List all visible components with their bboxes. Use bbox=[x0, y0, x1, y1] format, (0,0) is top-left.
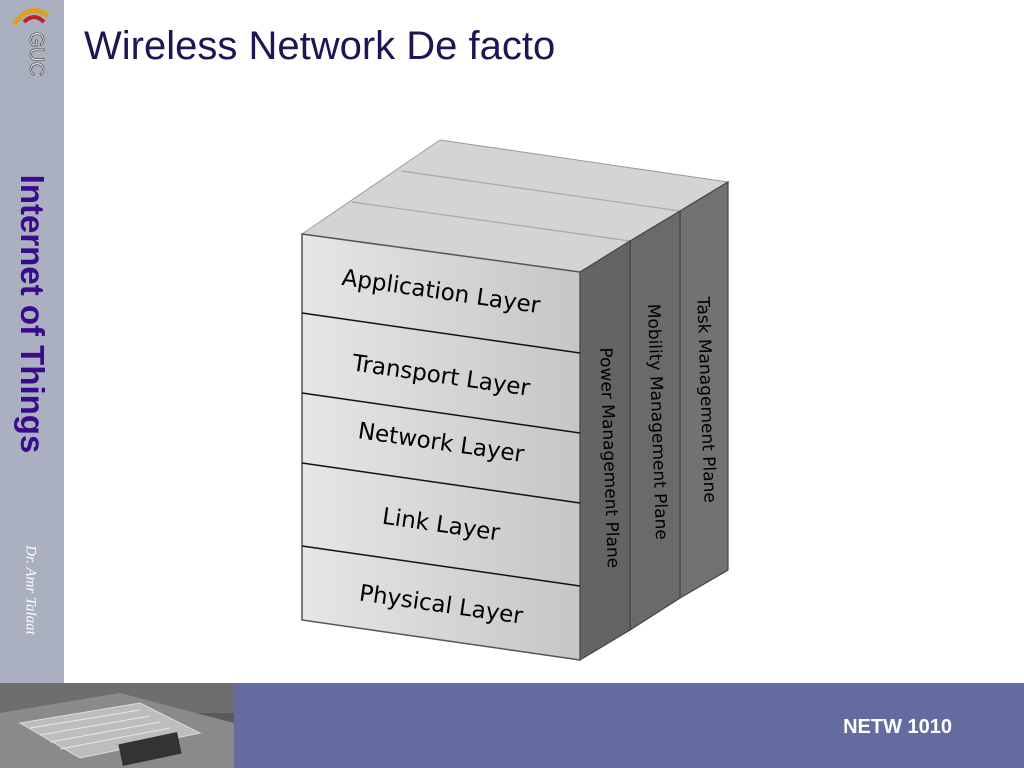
footer-bar bbox=[234, 683, 1024, 768]
circuit-board-image bbox=[0, 683, 234, 768]
layer-dividers bbox=[301, 312, 581, 587]
slide-title: Wireless Network De facto bbox=[84, 24, 556, 68]
stack-front-face bbox=[301, 233, 581, 661]
sidebar: GUC Internet of Things Dr. Amr Talaat bbox=[0, 0, 64, 683]
logo-text: GUC bbox=[25, 32, 47, 76]
course-code: NETW 1010 bbox=[843, 716, 952, 738]
guc-logo-icon: GUC bbox=[11, 8, 50, 77]
protocol-stack-diagram: Application Layer Transport Layer Networ… bbox=[300, 139, 730, 662]
